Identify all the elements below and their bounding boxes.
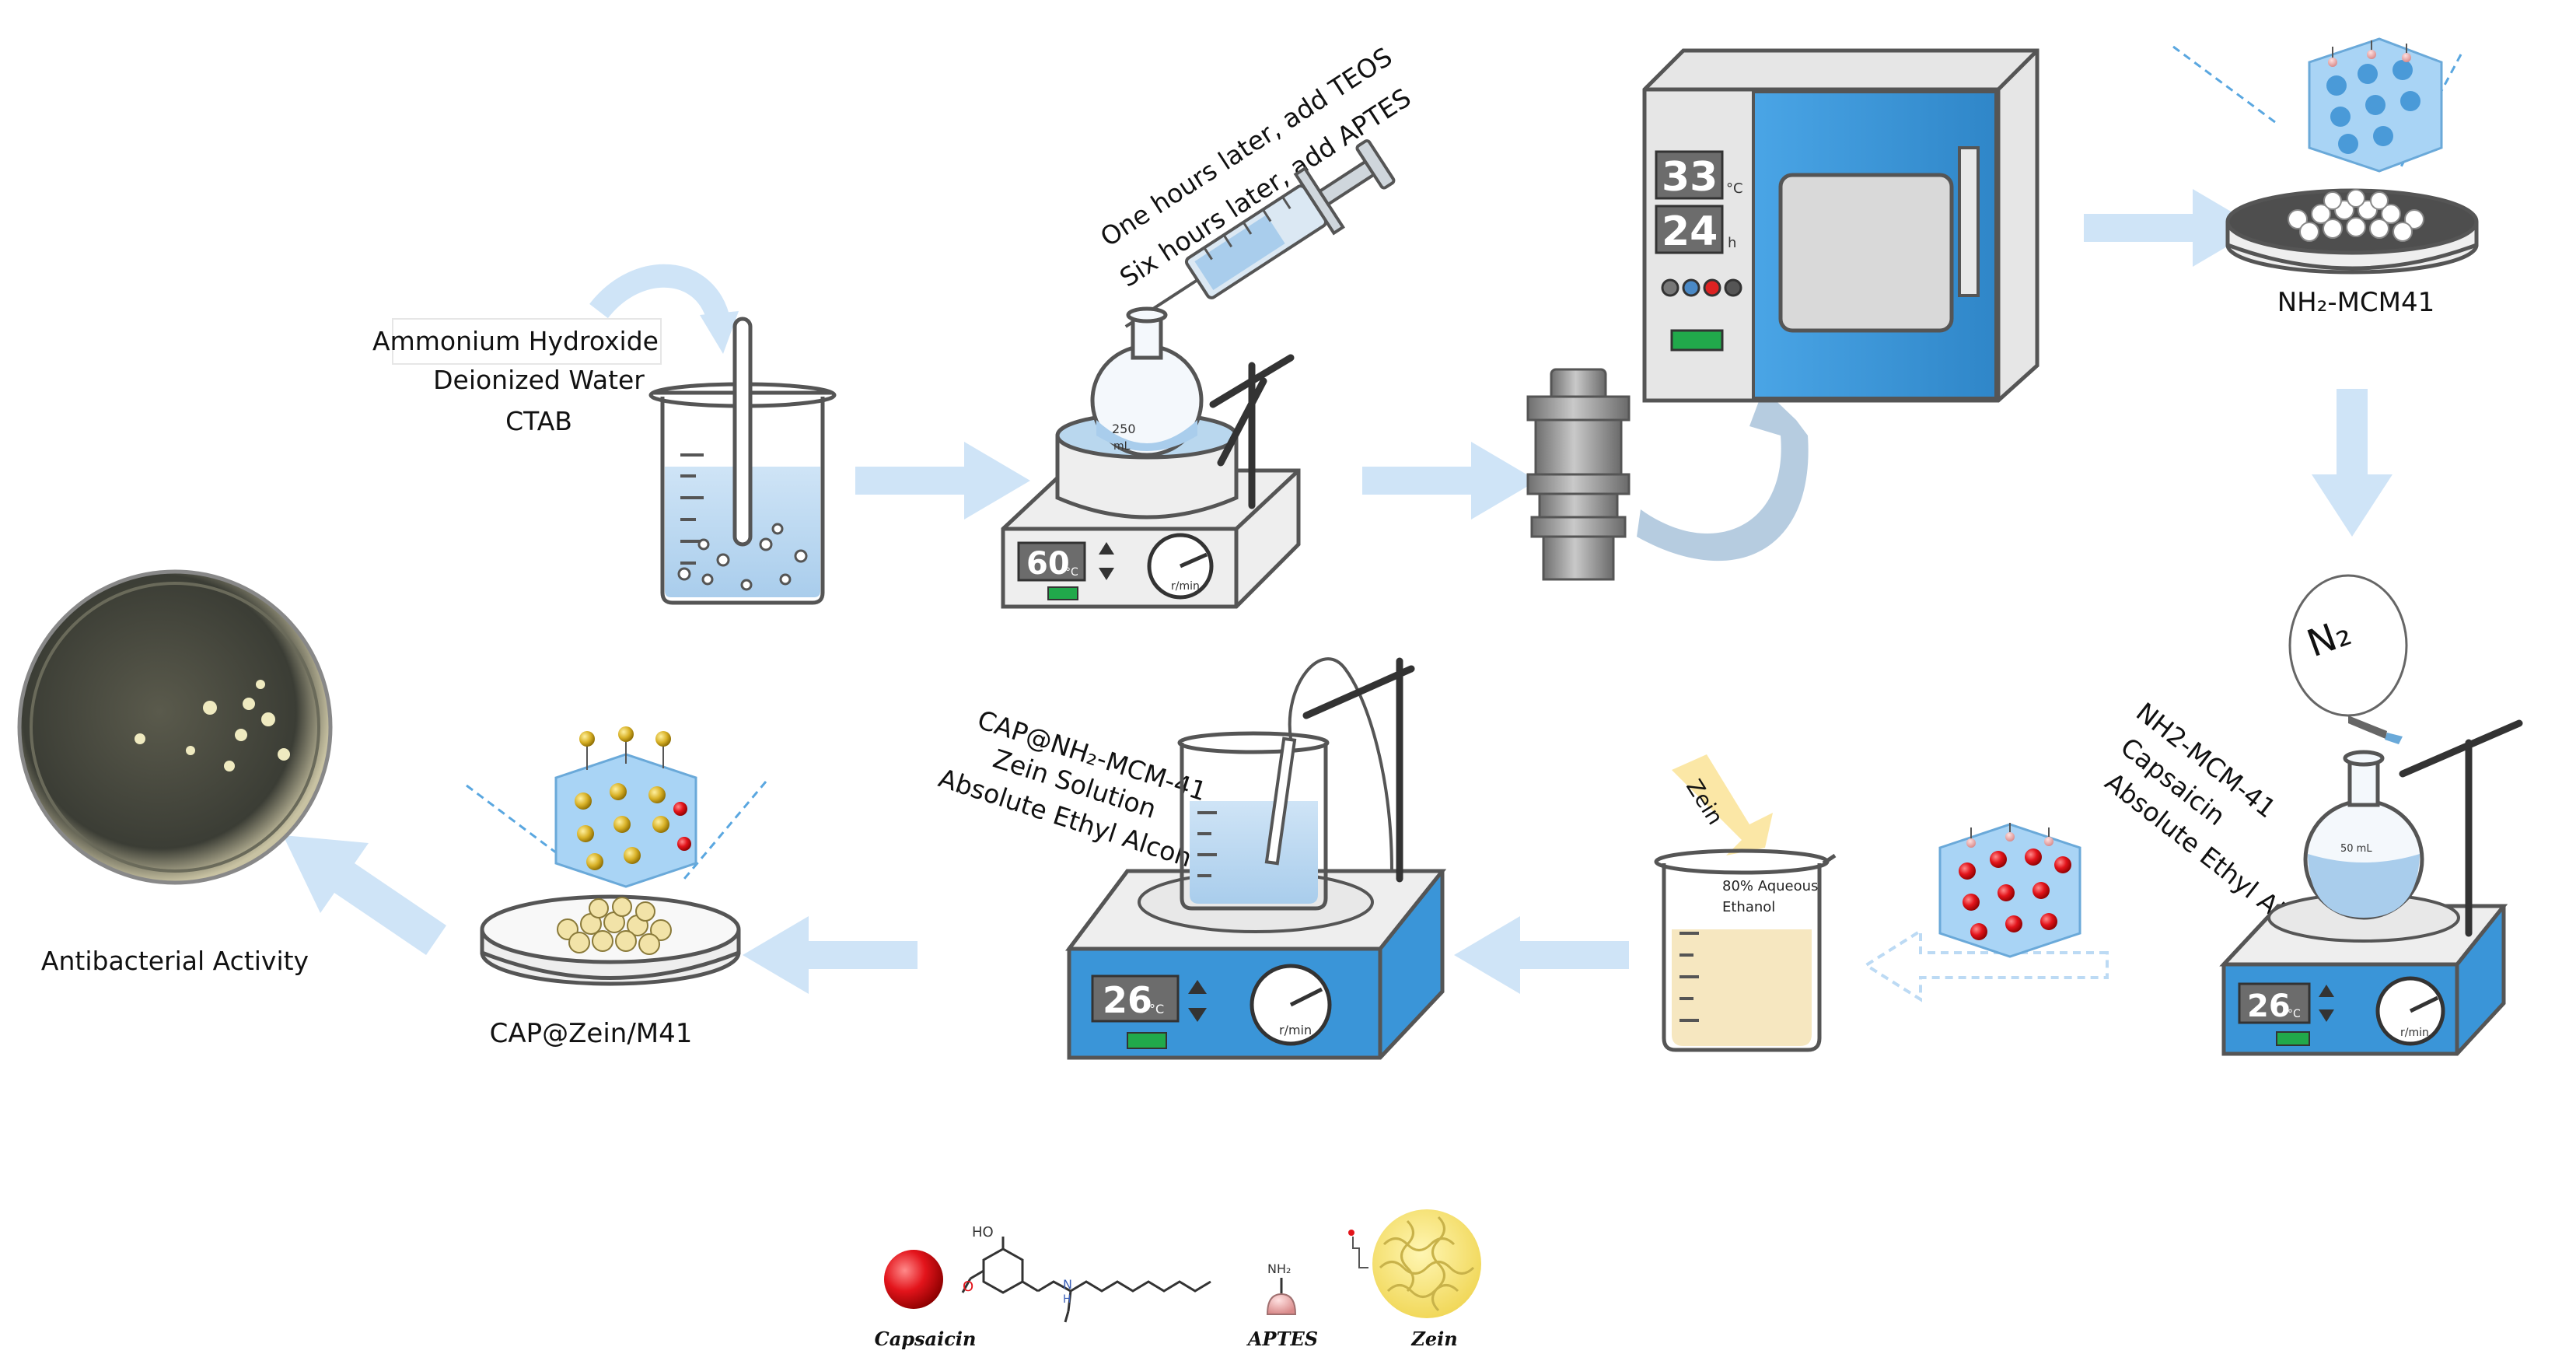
- flask-unit: mL: [1113, 440, 1131, 453]
- flask50-label: 50 mL: [2340, 843, 2372, 855]
- legend-n: N: [1063, 1277, 1072, 1292]
- ethanol-label-1: 80% Aqueous: [1722, 878, 1818, 894]
- step6-zein-beaker: Zein 80% Aqueous Ethanol: [1654, 754, 1837, 1052]
- hotplate1-unit: °C: [1065, 566, 1078, 579]
- hotplate1-down-icon[interactable]: [1099, 568, 1114, 580]
- oven: 33 °C 24 h: [1642, 48, 2039, 403]
- oven-temp-screen: [1655, 150, 1724, 200]
- oven-handle[interactable]: [1958, 146, 1980, 297]
- syringe: [1124, 139, 1396, 328]
- legend: HO O N H Capsaicin NH₂ APTES Zein: [875, 1209, 1481, 1350]
- cap-zein-particle: [554, 726, 697, 888]
- oven-knob-2[interactable]: [1682, 278, 1700, 297]
- label-ammonium-hydroxide: Ammonium Hydroxide: [372, 326, 659, 356]
- arrow-right-3: [2084, 189, 2259, 267]
- step6-capsaicin-particle: [1938, 823, 2081, 958]
- beaker-bubbles: [677, 523, 808, 591]
- hotplate3-screen: [2238, 982, 2311, 1024]
- legend-zein-label: Zein: [1410, 1328, 1457, 1350]
- legend-aptes-label: APTES: [1246, 1328, 1318, 1350]
- step4-nh2-mcm41: NH₂-MCM41: [2172, 37, 2479, 318]
- label-cap-zein: CAP@Zein/M41: [490, 1018, 693, 1049]
- hotplate3-unit: °C: [2288, 1008, 2301, 1020]
- culture-plate: [17, 569, 333, 885]
- hotplate3-up-icon[interactable]: [2319, 985, 2334, 997]
- oven-knob-3[interactable]: [1703, 278, 1721, 297]
- zein-tag-arrow: [1672, 754, 1773, 855]
- legend-ho: HO: [972, 1224, 994, 1240]
- hotplate2-up-icon[interactable]: [1188, 980, 1207, 994]
- arrow-left-dashed: [1863, 928, 2109, 1002]
- label-nh2-mcm41: NH₂-MCM41: [2277, 287, 2435, 318]
- oven-temp-unit: °C: [1726, 180, 1743, 197]
- oven-time-unit: h: [1728, 235, 1736, 251]
- hotplate3-power-button[interactable]: [2276, 1031, 2310, 1046]
- step1-beaker: Ammonium Hydroxide Deionized Water CTAB: [372, 264, 837, 605]
- legend-capsaicin: HO O N H Capsaicin: [875, 1224, 1211, 1350]
- legend-nh2: NH₂: [1267, 1261, 1291, 1276]
- arrow-right-1: [855, 442, 1030, 520]
- oven-temp: 33: [1662, 154, 1718, 201]
- flow-arrows: [283, 189, 2392, 1002]
- stirring-rod: [732, 317, 753, 547]
- mcm41-particle-top: [2308, 37, 2443, 173]
- reagent-label-box: [392, 318, 662, 365]
- label-ctab: CTAB: [505, 406, 572, 436]
- ethanol-liquid: [1672, 929, 1812, 1046]
- petri-dish-1: [2225, 188, 2479, 275]
- label-deionized-water: Deionized Water: [433, 365, 645, 395]
- step9-antibacterial: Antibacterial Activity: [17, 569, 333, 976]
- arrow-right-2: [1362, 442, 1537, 520]
- hotplate3-down-icon[interactable]: [2319, 1009, 2334, 1022]
- hotplate2-rpm: r/min: [1279, 1023, 1312, 1037]
- arrow-diagonal-up-left: [283, 835, 446, 955]
- oven-time-screen: [1655, 205, 1724, 254]
- oven-knob-1[interactable]: [1661, 278, 1679, 297]
- hotplate1-up-icon[interactable]: [1099, 542, 1114, 555]
- label-antibacterial: Antibacterial Activity: [41, 946, 309, 976]
- curved-add-arrow: [589, 264, 731, 326]
- hotplate3-temp: 26: [2247, 988, 2291, 1024]
- legend-zein: Zein: [1348, 1209, 1481, 1350]
- hotplate2-screen: [1091, 974, 1180, 1023]
- petri-dish-2: [480, 894, 741, 986]
- hotplate1-rpm: r/min: [1171, 580, 1200, 593]
- hotplate2-down-icon[interactable]: [1188, 1008, 1207, 1022]
- stirrer-cable: [1288, 657, 1393, 872]
- step8-cap-zein: CAP@Zein/M41: [466, 726, 767, 1049]
- oven-window: [1778, 173, 1954, 333]
- legend-o: O: [963, 1279, 973, 1295]
- legend-aptes: NH₂ APTES: [1246, 1261, 1318, 1350]
- oven-time: 24: [1662, 208, 1718, 255]
- bacterial-colonies: [135, 680, 290, 771]
- arrow-down-1: [2312, 389, 2392, 537]
- hotplate2-power-button[interactable]: [1127, 1032, 1167, 1049]
- hotplate3-rpm: r/min: [2400, 1027, 2429, 1039]
- step7-hotplate-beaker: CAP@NH₂-MCM-41 Zein Solution Absolute Et…: [935, 657, 1447, 1060]
- flask-volume: 250: [1112, 422, 1136, 436]
- step5-n2-flask: N₂ NH2-MCM-41 Capsaicin Absolute Ethyl A…: [2099, 574, 2523, 1056]
- step3-autoclave-oven: 33 °C 24 h: [1526, 48, 2039, 581]
- hotplate1-screen: [1017, 541, 1086, 582]
- hotplate2-temp: 26: [1103, 979, 1152, 1021]
- hotplate2-unit: °C: [1149, 1002, 1164, 1016]
- hotplate1-temp: 60: [1026, 546, 1070, 582]
- oven-power-button[interactable]: [1670, 329, 1724, 352]
- step2-hotplate-flask: One hours later, add TEOS Six hours late…: [1001, 41, 1416, 609]
- legend-capsaicin-label: Capsaicin: [875, 1328, 977, 1350]
- arrow-left-1: [1454, 916, 1629, 994]
- legend-h: H: [1063, 1293, 1071, 1306]
- autoclave: [1526, 368, 1631, 581]
- curved-transfer-arrow: [1637, 389, 1809, 562]
- oven-knob-4[interactable]: [1724, 278, 1742, 297]
- arrow-left-2: [743, 916, 918, 994]
- ethanol-label-2: Ethanol: [1722, 899, 1775, 915]
- hotplate1-power-button[interactable]: [1047, 586, 1078, 600]
